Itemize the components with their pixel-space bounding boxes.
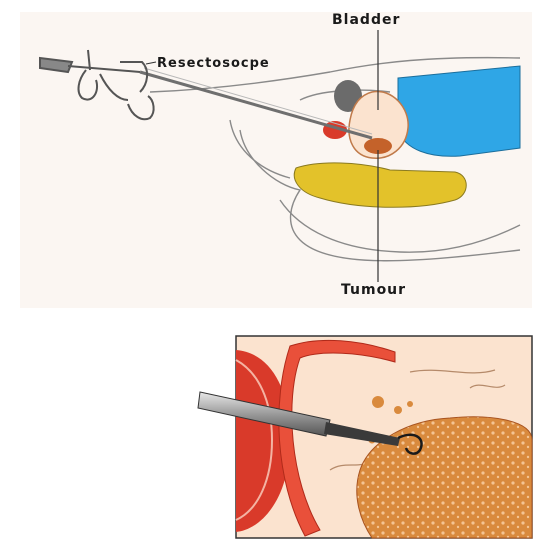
resectoscope-label: Resectosocpe [157,56,270,71]
blue-organ [398,66,520,156]
tumour-label: Tumour [341,282,406,298]
bladder-label: Bladder [332,12,400,28]
top-panel-background [20,12,532,308]
